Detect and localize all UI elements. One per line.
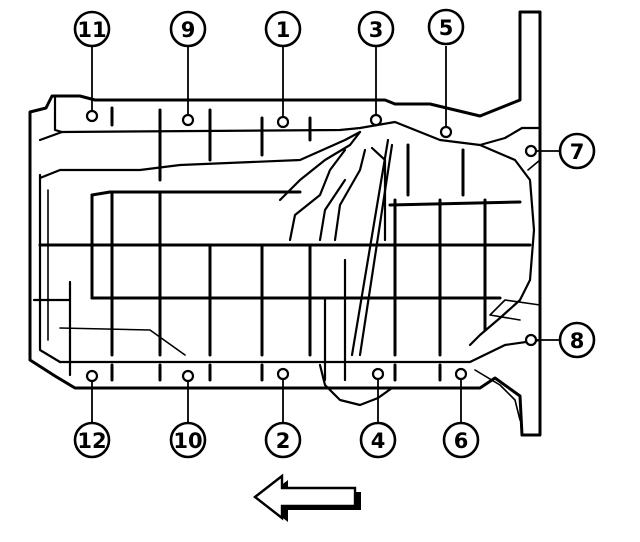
leader-lines bbox=[91, 46, 560, 422]
callout-10-label: 10 bbox=[173, 429, 202, 453]
callout-8: 8 bbox=[558, 321, 596, 359]
callout-9-label: 9 bbox=[181, 18, 196, 42]
callout-3: 3 bbox=[357, 10, 395, 48]
callout-12: 12 bbox=[73, 421, 111, 459]
bolt-hole-2 bbox=[276, 367, 290, 381]
bolt-hole-12 bbox=[85, 369, 99, 383]
bolt-hole-8 bbox=[524, 333, 538, 347]
callout-2-label: 2 bbox=[276, 429, 291, 453]
callout-3-label: 3 bbox=[369, 18, 384, 42]
bolt-hole-11 bbox=[85, 109, 99, 123]
callout-8-label: 8 bbox=[570, 329, 585, 353]
callout-1: 1 bbox=[264, 10, 302, 48]
bolt-hole-9 bbox=[181, 113, 195, 127]
callout-7-label: 7 bbox=[570, 140, 585, 164]
callout-7: 7 bbox=[558, 132, 596, 170]
bolt-hole-10 bbox=[181, 369, 195, 383]
bolt-hole-5 bbox=[439, 125, 453, 139]
callout-9: 9 bbox=[169, 10, 207, 48]
callout-2: 2 bbox=[264, 421, 302, 459]
bolt-hole-4 bbox=[371, 367, 385, 381]
callout-1-label: 1 bbox=[276, 18, 291, 42]
callout-10: 10 bbox=[169, 421, 207, 459]
callout-6: 6 bbox=[442, 421, 480, 459]
direction-arrow-left-icon bbox=[253, 473, 361, 522]
callout-5-label: 5 bbox=[439, 16, 454, 40]
callout-4: 4 bbox=[359, 421, 397, 459]
oil-pan-ribs bbox=[38, 106, 532, 382]
callout-4-label: 4 bbox=[371, 429, 386, 453]
callout-11-label: 11 bbox=[77, 18, 106, 42]
bolt-hole-7 bbox=[524, 144, 538, 158]
bolt-hole-6 bbox=[454, 367, 468, 381]
bolt-hole-3 bbox=[369, 113, 383, 127]
bolt-hole-1 bbox=[276, 115, 290, 129]
callout-11: 11 bbox=[73, 10, 111, 48]
oil-pan-outline bbox=[28, 10, 542, 437]
callout-5: 5 bbox=[427, 8, 465, 46]
callout-12-label: 12 bbox=[77, 429, 106, 453]
callout-6-label: 6 bbox=[454, 429, 469, 453]
